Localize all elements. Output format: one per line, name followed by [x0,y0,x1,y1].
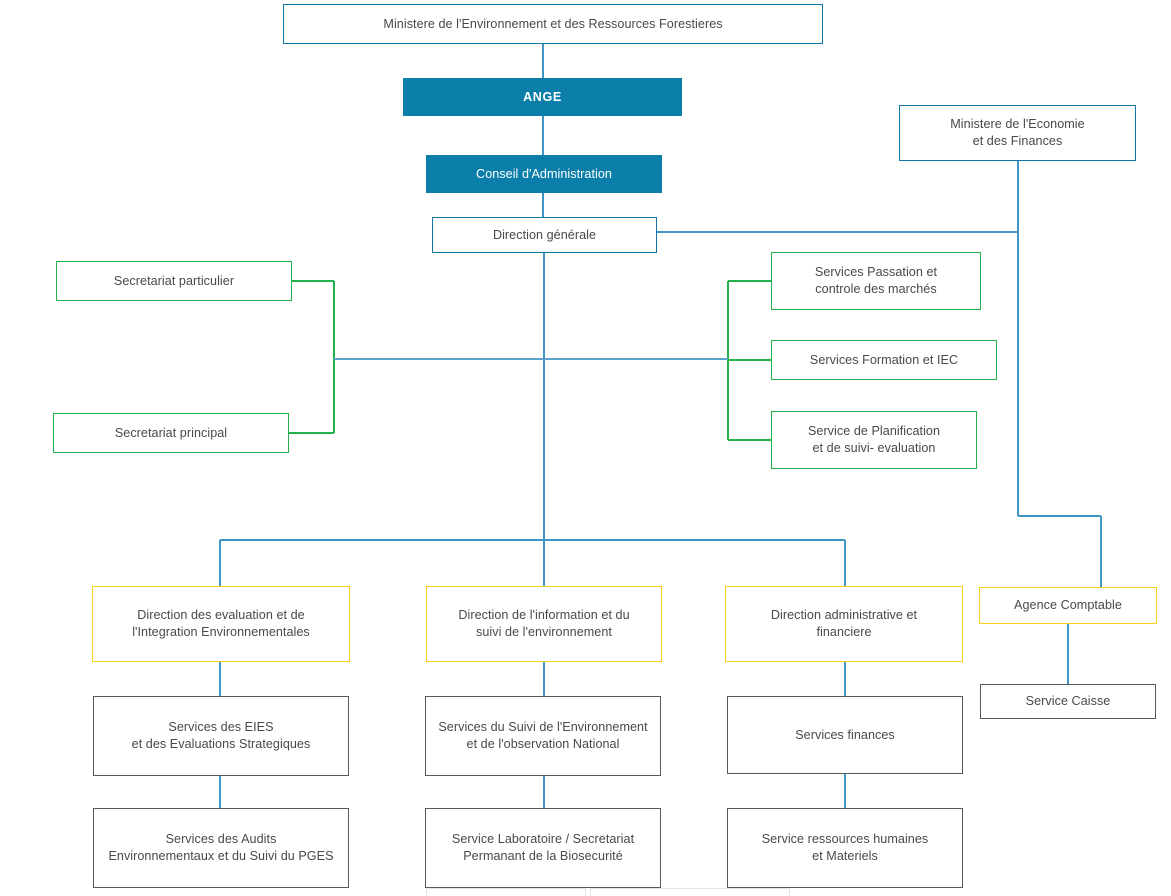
org-node-service-caisse[interactable]: Service Caisse [980,684,1156,719]
org-node-label: Direction de l'information et du suivi d… [458,608,630,639]
org-node-ange[interactable]: ANGE [403,78,682,116]
org-node-conseil-administration[interactable]: Conseil d'Administration [426,155,662,193]
org-node-services-finances[interactable]: Services finances [727,696,963,774]
org-node-direction-information[interactable]: Direction de l'information et du suivi d… [426,586,662,662]
org-node-label: Services finances [795,727,895,742]
org-node-label: Service Laboratoire / Secretariat Perman… [451,832,635,863]
org-node-label: Services du Suivi de l'Environnement et … [438,720,648,751]
org-node-direction-evaluation[interactable]: Direction des evaluation et de l'Integra… [92,586,350,662]
org-node-label: Direction administrative et financiere [770,608,918,639]
org-node-agence-comptable[interactable]: Agence Comptable [979,587,1157,624]
org-node-label: Direction des evaluation et de l'Integra… [132,608,310,639]
org-node-label: Services des Audits Environnementaux et … [108,832,334,863]
org-node-label: Service de Planification et de suivi- ev… [807,424,941,455]
org-node-label: Service Caisse [1025,694,1111,709]
org-node-label: Ministere de l'Environnement et des Ress… [383,16,723,31]
org-node-service-rh[interactable]: Service ressources humaines et Materiels [727,808,963,888]
org-node-secretariat-principal[interactable]: Secretariat principal [53,413,289,453]
org-node-label: Secretariat particulier [113,273,235,288]
org-node-label: Secretariat principal [114,425,228,440]
org-node-label: Services des EIES et des Evaluations Str… [131,720,311,751]
org-node-ministere-environnement[interactable]: Ministere de l'Environnement et des Ress… [283,4,823,44]
org-node-direction-administrative[interactable]: Direction administrative et financiere [725,586,963,662]
org-node-partial-bottom-right[interactable] [590,888,790,896]
org-node-label: Direction générale [492,227,597,242]
org-node-label: ANGE [523,89,562,104]
org-node-direction-generale[interactable]: Direction générale [432,217,657,253]
org-node-label: Ministere de l'Economie et des Finances [950,117,1085,148]
org-node-services-eies[interactable]: Services des EIES et des Evaluations Str… [93,696,349,776]
org-node-label: Services Passation et controle des march… [814,265,938,296]
org-node-service-planification[interactable]: Service de Planification et de suivi- ev… [771,411,977,469]
org-node-services-formation-iec[interactable]: Services Formation et IEC [771,340,997,380]
org-node-label: Service ressources humaines et Materiels [761,832,929,863]
org-node-secretariat-particulier[interactable]: Secretariat particulier [56,261,292,301]
org-node-ministere-economie[interactable]: Ministere de l'Economie et des Finances [899,105,1136,161]
org-node-services-audits[interactable]: Services des Audits Environnementaux et … [93,808,349,888]
org-node-label: Agence Comptable [1014,598,1122,613]
org-node-partial-bottom-left[interactable] [426,888,586,896]
org-node-service-laboratoire[interactable]: Service Laboratoire / Secretariat Perman… [425,808,661,888]
org-node-label: Conseil d'Administration [476,166,612,181]
org-node-services-suivi-environnement[interactable]: Services du Suivi de l'Environnement et … [425,696,661,776]
org-node-services-passation[interactable]: Services Passation et controle des march… [771,252,981,310]
org-node-label: Services Formation et IEC [809,352,959,367]
